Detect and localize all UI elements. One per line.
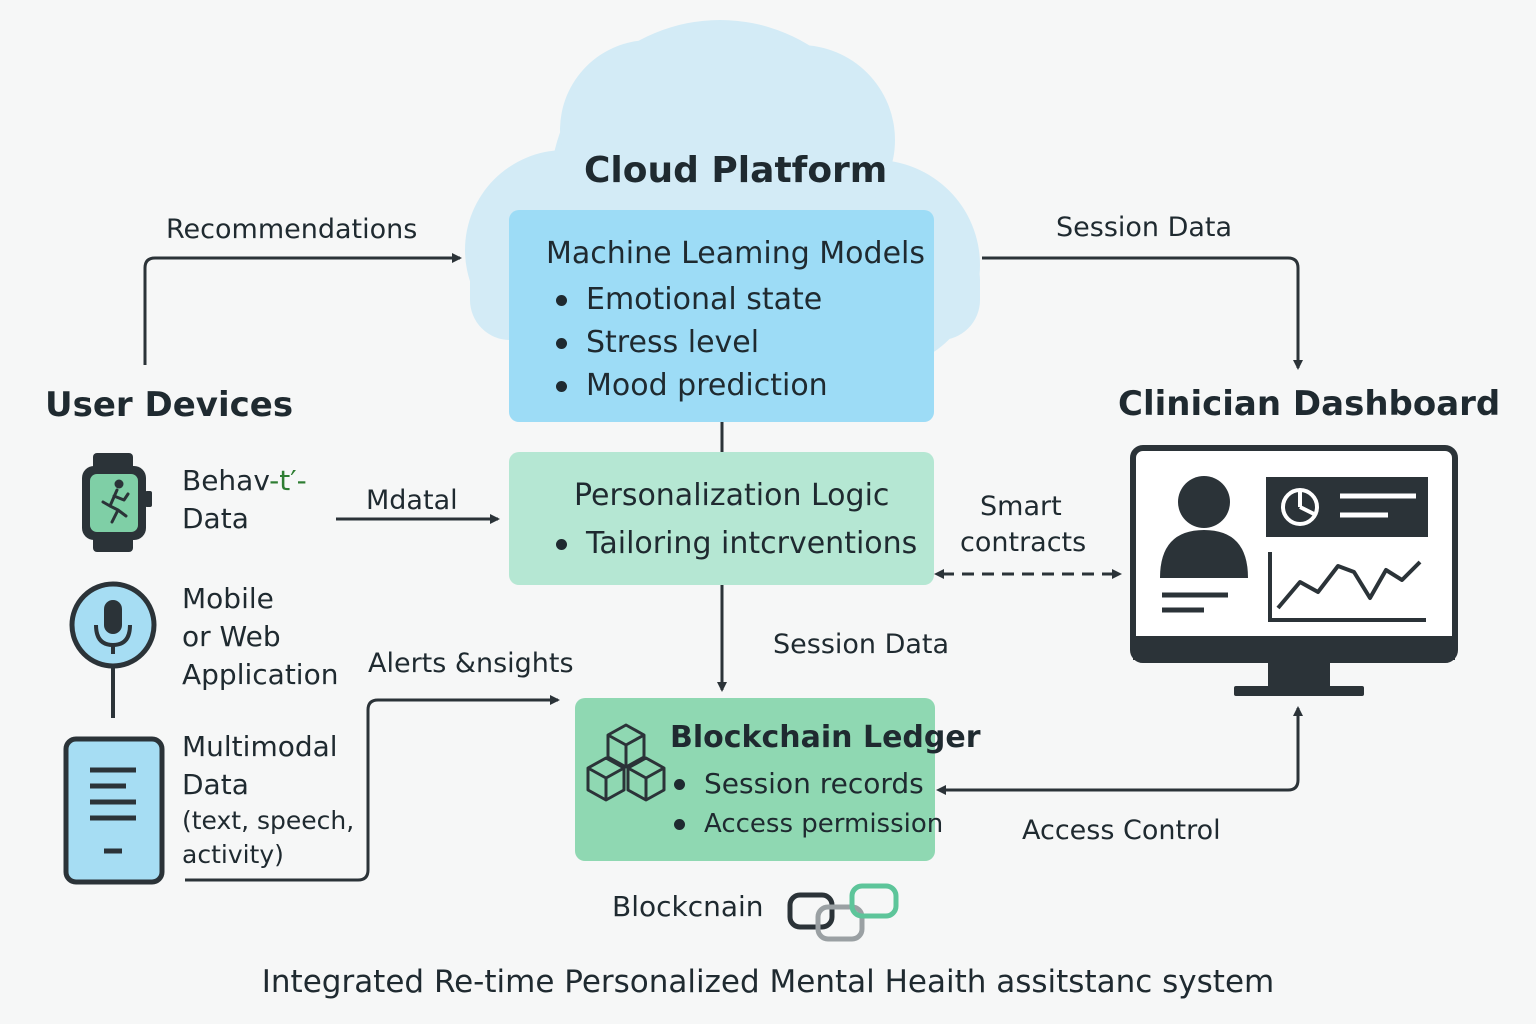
ml-item: Mood prediction — [550, 364, 828, 407]
behavior-data-suffix: -t′- — [269, 464, 307, 497]
blockchain-caption: Blockcnain — [612, 890, 764, 923]
blockchain-item: Session records — [668, 764, 943, 804]
session-data-top-label: Session Data — [1056, 212, 1233, 243]
ml-item: Emotional state — [550, 278, 828, 321]
recommendations-label: Recommendations — [166, 214, 418, 245]
phone-icon — [63, 736, 165, 885]
behavior-data-line1: Behav — [182, 464, 270, 497]
multimodal-label: Multimodal Data (text, speech, activity) — [182, 728, 354, 872]
mobile-app-line: Mobile — [182, 582, 274, 615]
mobile-app-line: Application — [182, 658, 339, 691]
ml-models-box — [509, 210, 934, 422]
cloud-platform-title: Cloud Platform — [584, 150, 888, 191]
session-data-arrow — [982, 256, 1303, 370]
behavior-data-line2: Data — [182, 502, 249, 535]
chain-link-icon — [787, 883, 899, 942]
mobile-app-line: or Web — [182, 620, 281, 653]
smart-contracts-line1: Smart — [980, 491, 1062, 522]
blockchain-box — [575, 698, 935, 861]
personalization-title: Personalization Logic — [574, 478, 890, 513]
ml-item: Stress level — [550, 321, 828, 364]
blocks-icon — [586, 723, 666, 802]
alerts-insights-arrow — [185, 695, 560, 882]
session-data-mid-label: Session Data — [773, 629, 950, 660]
behavior-data-label: Behav-t′- Data — [182, 462, 307, 538]
multimodal-line2: Data — [182, 768, 249, 801]
blockchain-list: Session records Access permission — [668, 764, 943, 844]
ml-models-list: Emotional state Stress level Mood predic… — [550, 278, 828, 407]
clinician-dashboard-title: Clinician Dashboard — [1118, 384, 1501, 424]
personalization-list: Tailoring intcrventions — [550, 524, 917, 564]
personalization-box — [509, 452, 934, 585]
mobile-app-label: Mobile or Web Application — [182, 580, 338, 694]
blockchain-title: Blockchain Ledger — [670, 720, 981, 755]
access-control-arrow — [936, 706, 1303, 795]
smartwatch-icon — [82, 453, 152, 552]
user-devices-title: User Devices — [45, 385, 294, 425]
smart-contracts-label: Smart contracts — [960, 489, 1086, 561]
access-control-label: Access Control — [1022, 815, 1221, 846]
smart-contracts-line2: contracts — [960, 527, 1087, 558]
personalization-item: Tailoring intcrventions — [550, 524, 917, 564]
alerts-insights-label: Alerts &nsights — [368, 648, 574, 679]
multimodal-line1: Multimodal — [182, 730, 338, 763]
mdatal-label: Mdatal — [366, 485, 458, 516]
multimodal-line4: activity) — [182, 840, 284, 869]
blockchain-item: Access permission — [668, 804, 943, 844]
ml-models-title: Machine Leaming Models — [546, 236, 925, 271]
multimodal-line3: (text, speech, — [182, 806, 355, 835]
diagram-caption: Integrated Re-time Personalized Mental H… — [261, 964, 1275, 1000]
microphone-icon — [69, 581, 157, 718]
monitor-icon — [1130, 445, 1458, 696]
recommendations-arrow — [143, 253, 462, 365]
